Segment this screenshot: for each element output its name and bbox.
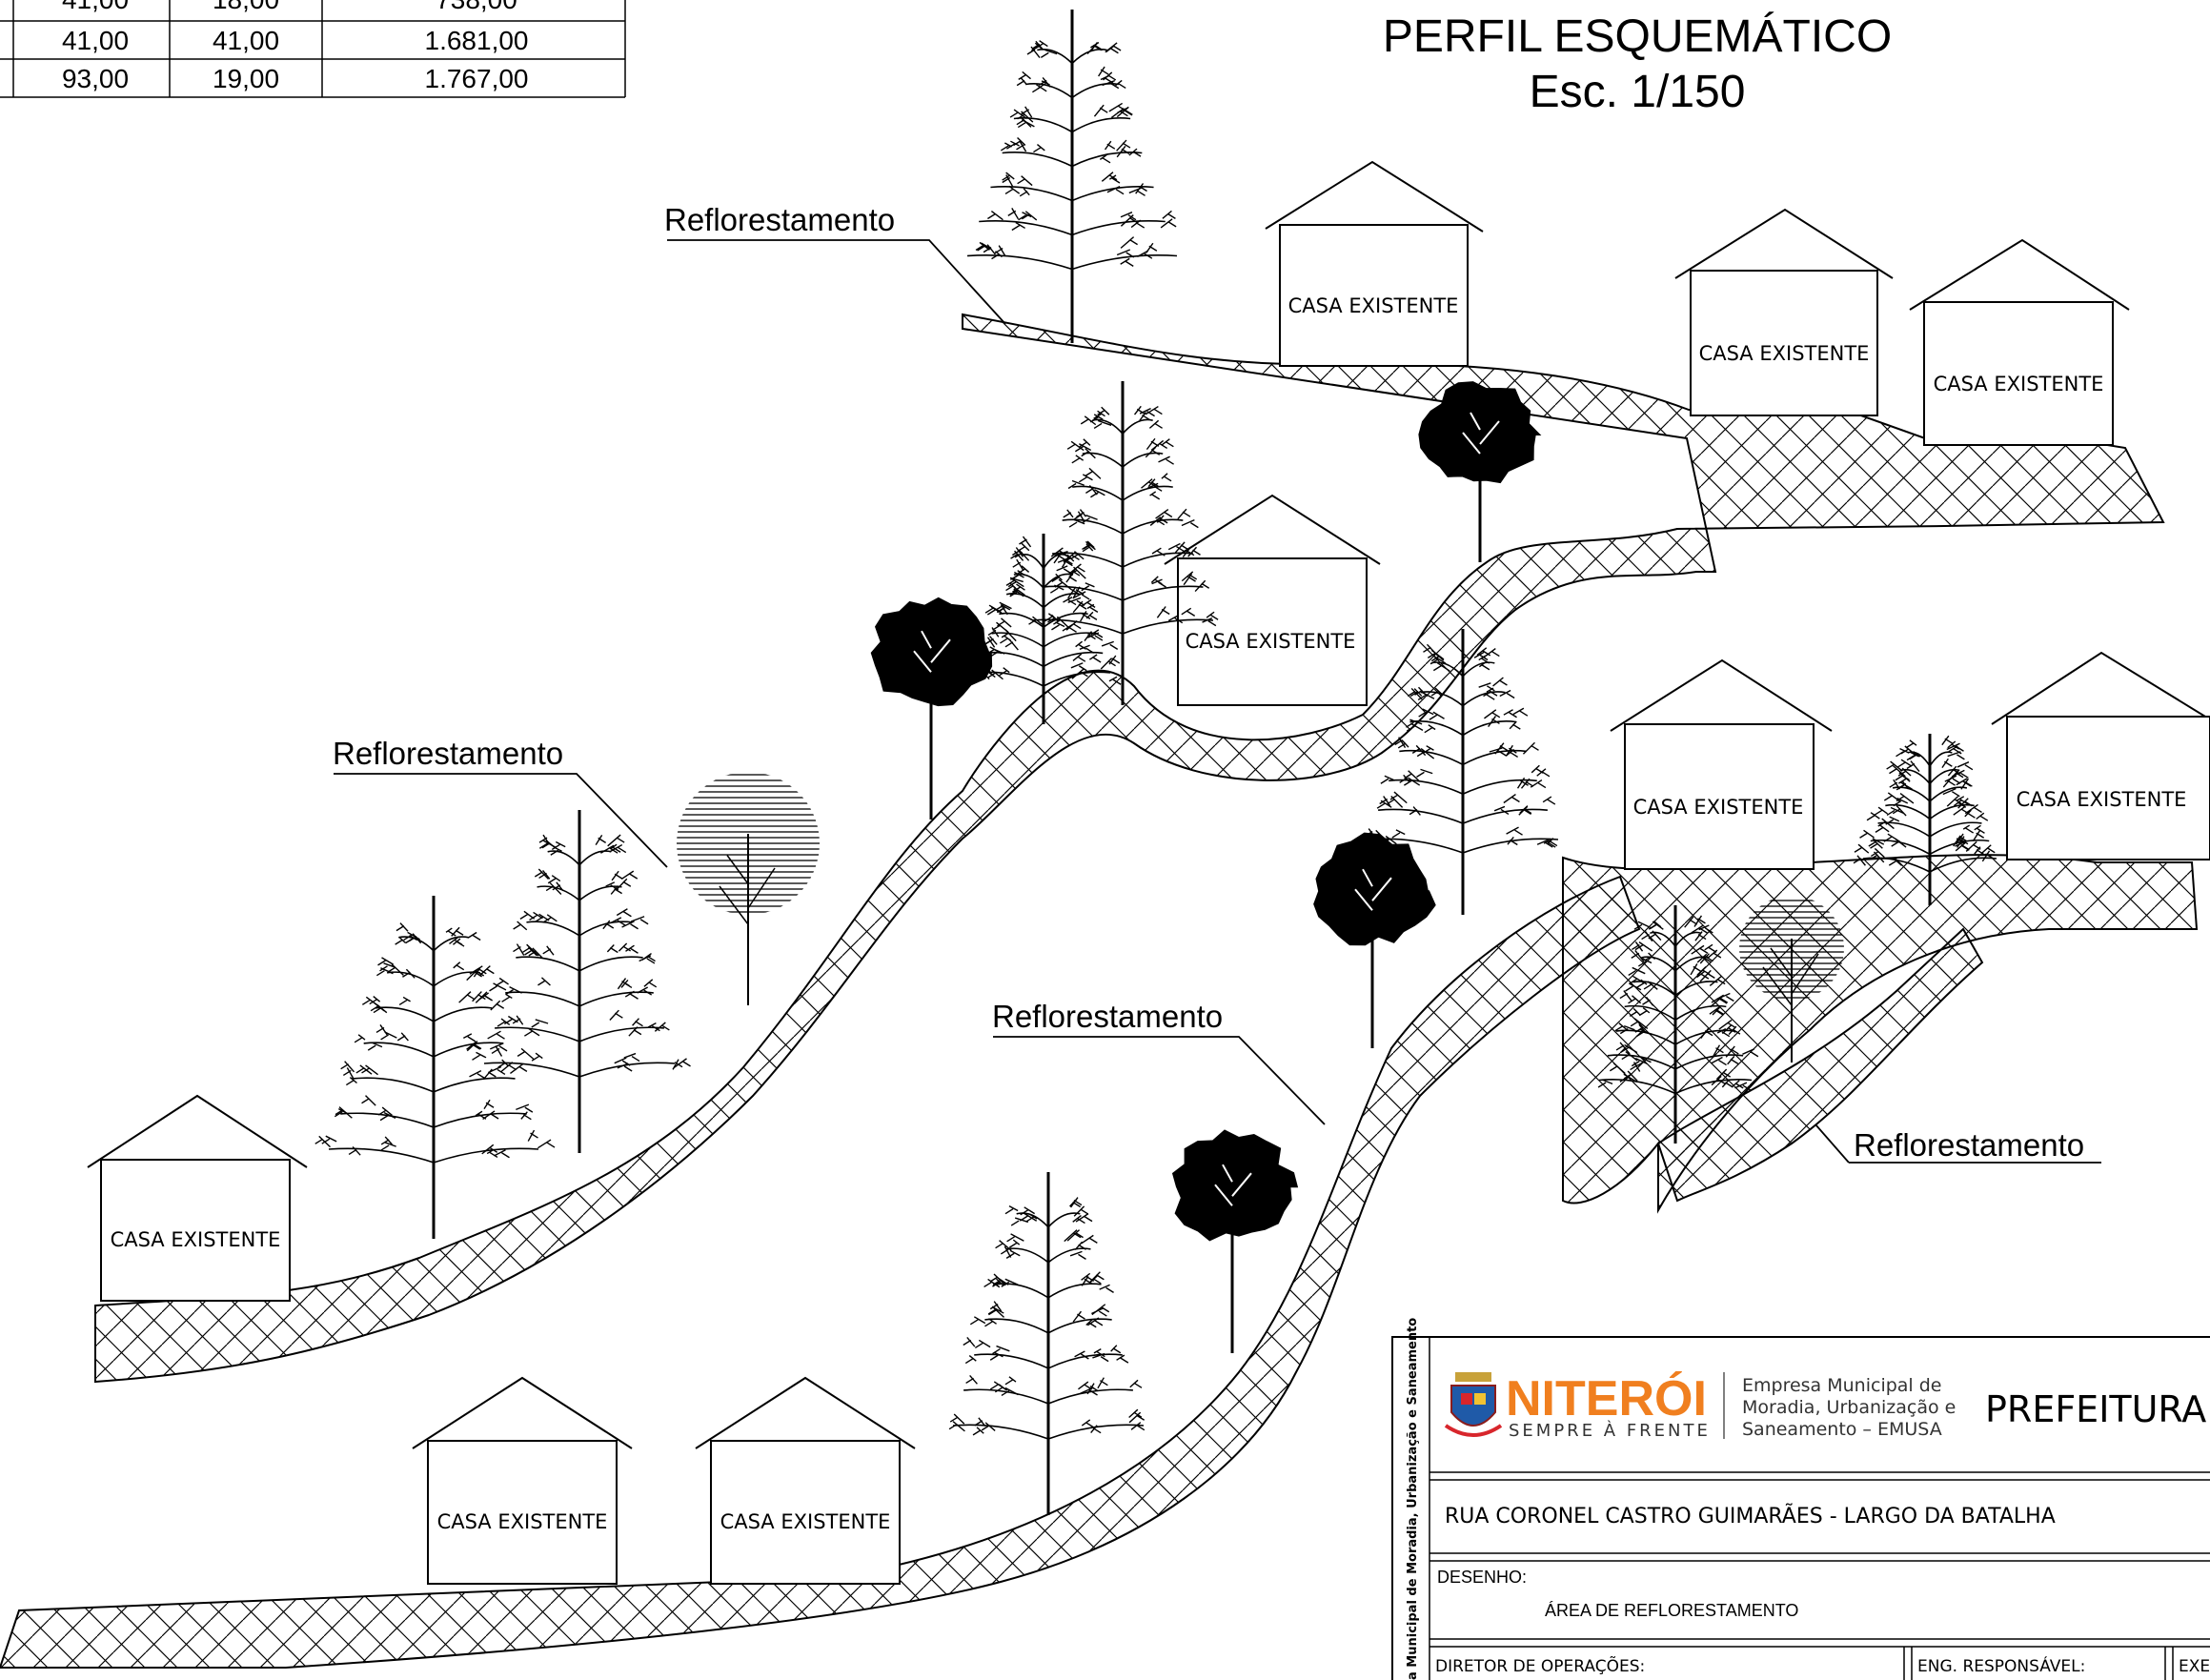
dark-tree-icon xyxy=(1313,832,1436,1048)
house-label: CASA EXISTENTE xyxy=(2017,788,2187,811)
house: CASA EXISTENTE xyxy=(1991,651,2210,860)
brand-slogan: SEMPRE À FRENTE xyxy=(1509,1420,1711,1441)
project-address: RUA CORONEL CASTRO GUIMARÃES - LARGO DA … xyxy=(1445,1503,2056,1528)
reforest-label: Reflorestamento xyxy=(992,999,1223,1034)
reforest-label: Reflorestamento xyxy=(664,202,895,237)
house: CASA EXISTENTE xyxy=(412,1376,633,1585)
table-cell: 41,00 xyxy=(62,26,129,55)
table-cell: 41,00 xyxy=(62,0,129,14)
tree-icon xyxy=(472,810,691,1153)
eng-label: ENG. RESPONSÁVEL: xyxy=(1917,1655,2085,1676)
dark-tree-icon xyxy=(1171,1129,1299,1353)
leader-line xyxy=(993,1036,1326,1125)
tree-icon xyxy=(1853,734,1997,905)
house-label: CASA EXISTENTE xyxy=(1186,630,1356,653)
table-cell: 1.681,00 xyxy=(425,26,529,55)
company-line: Moradia, Urbanização e xyxy=(1742,1397,1956,1418)
desenho-label: DESENHO: xyxy=(1437,1568,1527,1587)
tree-icon xyxy=(1028,381,1219,705)
table-cell: 19,00 xyxy=(213,64,279,93)
house-label: CASA EXISTENTE xyxy=(1934,373,2104,395)
tree-icon xyxy=(966,10,1178,343)
brand-wordmark: NITERÓI xyxy=(1506,1371,1707,1427)
house: CASA EXISTENTE xyxy=(1909,238,2130,446)
houses: CASA EXISTENTE CASA EXISTENTE CASA EXIST… xyxy=(87,160,2210,1585)
small-hill xyxy=(1656,927,1984,1203)
reforest-label: Reflorestamento xyxy=(333,736,563,771)
table-cell: 41,00 xyxy=(213,26,279,55)
trees xyxy=(314,10,1997,1515)
leader-line xyxy=(667,239,1006,325)
shaded-tree-icon xyxy=(677,772,820,1005)
house-label: CASA EXISTENTE xyxy=(720,1510,891,1533)
company-line: Empresa Municipal de xyxy=(1742,1375,1942,1396)
shaded-tree-icon xyxy=(1739,896,1844,1063)
table-cell: 93,00 xyxy=(62,64,129,93)
area-table: 41,00 18,00 738,00 41,00 41,00 1.681,00 … xyxy=(0,0,626,98)
house: CASA EXISTENTE xyxy=(1674,208,1894,416)
desenho-value: ÁREA DE REFLORESTAMENTO xyxy=(1545,1601,1798,1620)
coat-of-arms-logo xyxy=(1444,1372,1503,1437)
house-label: CASA EXISTENTE xyxy=(1288,294,1459,317)
house-label: CASA EXISTENTE xyxy=(437,1510,608,1533)
house: CASA EXISTENTE xyxy=(695,1376,916,1585)
house: CASA EXISTENTE xyxy=(1164,494,1381,706)
title-block-side-text: a Municipal de Moradia, Urbanização e Sa… xyxy=(1406,1318,1420,1680)
company-line: Saneamento – EMUSA xyxy=(1742,1419,1942,1440)
table-cell: 1.767,00 xyxy=(425,64,529,93)
house: CASA EXISTENTE xyxy=(87,1094,308,1302)
drawing-scale: Esc. 1/150 xyxy=(1530,67,1746,117)
house-label: CASA EXISTENTE xyxy=(1699,342,1870,365)
dark-tree-icon xyxy=(870,597,993,820)
valley-slope xyxy=(0,875,1641,1669)
drawing-title: PERFIL ESQUEMÁTICO xyxy=(1383,11,1892,62)
tree-icon xyxy=(1597,905,1759,1144)
reforest-labels xyxy=(334,239,2101,1164)
table-cell: 738,00 xyxy=(436,0,517,14)
house-label: CASA EXISTENTE xyxy=(111,1228,281,1251)
tree-icon xyxy=(314,896,556,1239)
tree-icon xyxy=(948,1172,1146,1515)
table-cell: 18,00 xyxy=(213,0,279,14)
title-block: a Municipal de Moradia, Urbanização e Sa… xyxy=(1391,1318,2210,1680)
reforest-label: Reflorestamento xyxy=(1854,1127,2084,1163)
diretor-label: DIRETOR DE OPERAÇÕES: xyxy=(1435,1655,1645,1676)
upper-slope xyxy=(94,313,2165,1384)
leader-line xyxy=(334,773,668,868)
tree-icon xyxy=(976,534,1122,724)
dark-tree-icon xyxy=(1418,381,1542,562)
exe-label: EXE xyxy=(2179,1657,2210,1676)
prefeitura-heading: PREFEITURA xyxy=(1985,1388,2206,1430)
house: CASA EXISTENTE xyxy=(1265,160,1484,367)
house: CASA EXISTENTE xyxy=(1610,658,1833,870)
house-label: CASA EXISTENTE xyxy=(1633,796,1804,819)
leader-line xyxy=(1815,1123,1850,1164)
